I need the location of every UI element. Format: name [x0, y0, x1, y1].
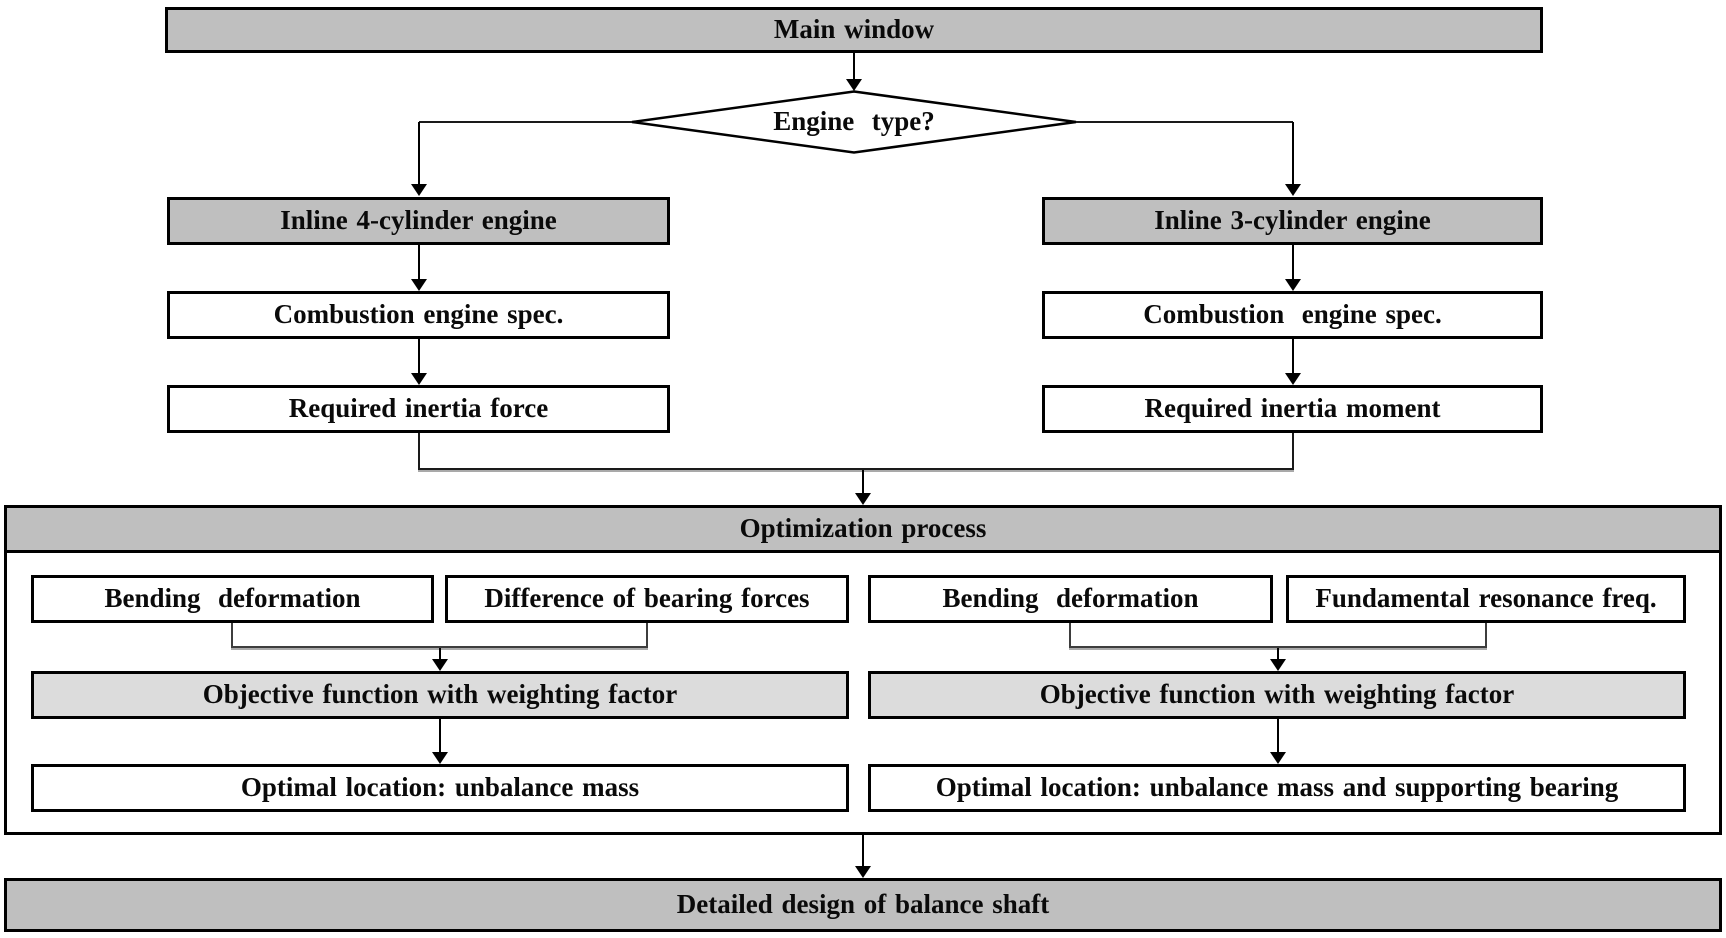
bending-deformation-left-box: Bending deformation [31, 575, 434, 623]
arrow-right-inputs-to-objective [1270, 648, 1286, 671]
arrow-right-objective-to-result [1270, 719, 1286, 764]
difference-bearing-forces-label: Difference of bearing forces [484, 583, 810, 614]
left-input2-drop-line [646, 623, 648, 648]
arrow-decision-to-3cyl [1285, 122, 1301, 196]
right-input1-drop-line [1069, 623, 1071, 648]
connector-decision-left [419, 121, 632, 123]
decision-diamond: Engine type? [630, 90, 1078, 154]
optimal-location-left-box: Optimal location: unbalance mass [31, 764, 849, 812]
objective-function-right-label: Objective function with weighting factor [1039, 679, 1515, 710]
arrow-left-objective-to-result [432, 719, 448, 764]
combustion-spec-left-label: Combustion engine spec. [273, 299, 564, 330]
decision-label: Engine type? [773, 106, 935, 137]
right-input2-drop-line [1485, 623, 1487, 648]
detailed-design-label: Detailed design of balance shaft [676, 889, 1050, 920]
bending-deformation-left-label: Bending deformation [104, 583, 361, 614]
arrow-optimization-to-final [855, 835, 871, 878]
required-inertia-moment-label: Required inertia moment [1144, 393, 1441, 424]
inline-4cyl-engine-box: Inline 4-cylinder engine [167, 197, 670, 245]
connector-decision-right [1076, 121, 1293, 123]
left-input1-drop-line [231, 623, 233, 648]
main-window-label: Main window [773, 14, 935, 45]
optimization-header: Optimization process [4, 505, 1722, 553]
arrow-merge-to-optimization [855, 470, 871, 505]
required-inertia-force-label: Required inertia force [288, 393, 549, 424]
inline-3cyl-engine-label: Inline 3-cylinder engine [1154, 205, 1431, 236]
required-inertia-moment-box: Required inertia moment [1042, 385, 1543, 433]
merge-horizontal [418, 468, 1294, 470]
combustion-spec-left-box: Combustion engine spec. [167, 291, 670, 339]
right-inputs-merge-line [1069, 646, 1487, 648]
objective-function-left-box: Objective function with weighting factor [31, 671, 849, 719]
arrow-main-to-decision [846, 53, 862, 91]
arrow-spec-to-inertia-force [411, 339, 427, 385]
bending-deformation-right-label: Bending deformation [942, 583, 1199, 614]
fundamental-resonance-freq-box: Fundamental resonance freq. [1286, 575, 1686, 623]
bending-deformation-right-box: Bending deformation [868, 575, 1273, 623]
required-inertia-force-box: Required inertia force [167, 385, 670, 433]
fundamental-resonance-freq-label: Fundamental resonance freq. [1315, 583, 1657, 614]
optimal-location-right-label: Optimal location: unbalance mass and sup… [935, 772, 1619, 803]
merge-right-vertical [1292, 433, 1294, 470]
left-inputs-merge-line [231, 646, 648, 648]
optimal-location-right-box: Optimal location: unbalance mass and sup… [868, 764, 1686, 812]
combustion-spec-right-box: Combustion engine spec. [1042, 291, 1543, 339]
inline-3cyl-engine-box: Inline 3-cylinder engine [1042, 197, 1543, 245]
decision-diamond-shape [631, 90, 1077, 154]
arrow-3cyl-to-spec [1285, 245, 1301, 291]
objective-function-right-box: Objective function with weighting factor [868, 671, 1686, 719]
inline-4cyl-engine-label: Inline 4-cylinder engine [280, 205, 557, 236]
objective-function-left-label: Objective function with weighting factor [202, 679, 678, 710]
optimization-title: Optimization process [739, 513, 987, 544]
difference-bearing-forces-box: Difference of bearing forces [445, 575, 849, 623]
detailed-design-box: Detailed design of balance shaft [4, 878, 1722, 932]
arrow-spec-to-inertia-moment [1285, 339, 1301, 385]
arrow-4cyl-to-spec [411, 245, 427, 291]
arrow-left-inputs-to-objective [432, 648, 448, 671]
optimal-location-left-label: Optimal location: unbalance mass [240, 772, 640, 803]
main-window-box: Main window [165, 7, 1543, 53]
combustion-spec-right-label: Combustion engine spec. [1143, 299, 1442, 330]
arrow-decision-to-4cyl [411, 122, 427, 196]
merge-left-vertical [418, 433, 420, 470]
